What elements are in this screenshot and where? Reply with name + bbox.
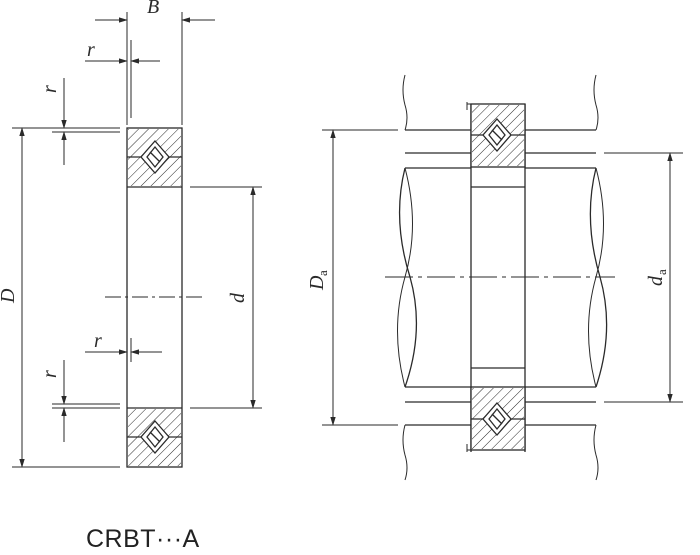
mounting-arrangement-view xyxy=(322,74,683,481)
label-radius-top: r xyxy=(87,39,95,61)
dim-outer-diameter xyxy=(12,127,120,468)
dim-shaft-diameter xyxy=(604,152,683,403)
dim-radius-mid xyxy=(85,338,162,362)
dim-radius-left-bottom xyxy=(52,360,120,442)
bearing-section-view xyxy=(12,12,262,468)
label-housing-diameter: D a xyxy=(306,270,330,291)
mounted-bearing-upper xyxy=(466,102,526,168)
dim-width xyxy=(95,12,215,125)
housing-upper xyxy=(402,74,599,131)
label-housing-diameter-sub: a xyxy=(315,270,330,276)
dim-bore-diameter xyxy=(190,186,262,409)
label-shaft-diameter-main: d xyxy=(645,275,667,286)
housing-lower xyxy=(402,424,599,481)
dim-housing-diameter xyxy=(322,129,398,426)
label-width: B xyxy=(147,0,159,18)
label-radius-left-top: r xyxy=(39,85,61,93)
model-caption: CRBT···A xyxy=(86,525,200,553)
dim-radius-left-top xyxy=(52,78,120,165)
label-bore-diameter: d xyxy=(227,292,249,303)
bearing-lower-section xyxy=(127,409,182,466)
label-radius-mid: r xyxy=(94,330,102,352)
dim-radius-top xyxy=(85,40,160,118)
label-housing-diameter-main: D xyxy=(306,275,328,291)
label-outer-diameter: D xyxy=(0,288,19,304)
bearing-upper-section xyxy=(127,129,182,186)
label-shaft-diameter: d a xyxy=(645,269,669,286)
label-shaft-diameter-sub: a xyxy=(654,269,669,275)
mounted-bearing-lower xyxy=(466,386,526,452)
label-radius-left-bottom: r xyxy=(39,370,61,378)
